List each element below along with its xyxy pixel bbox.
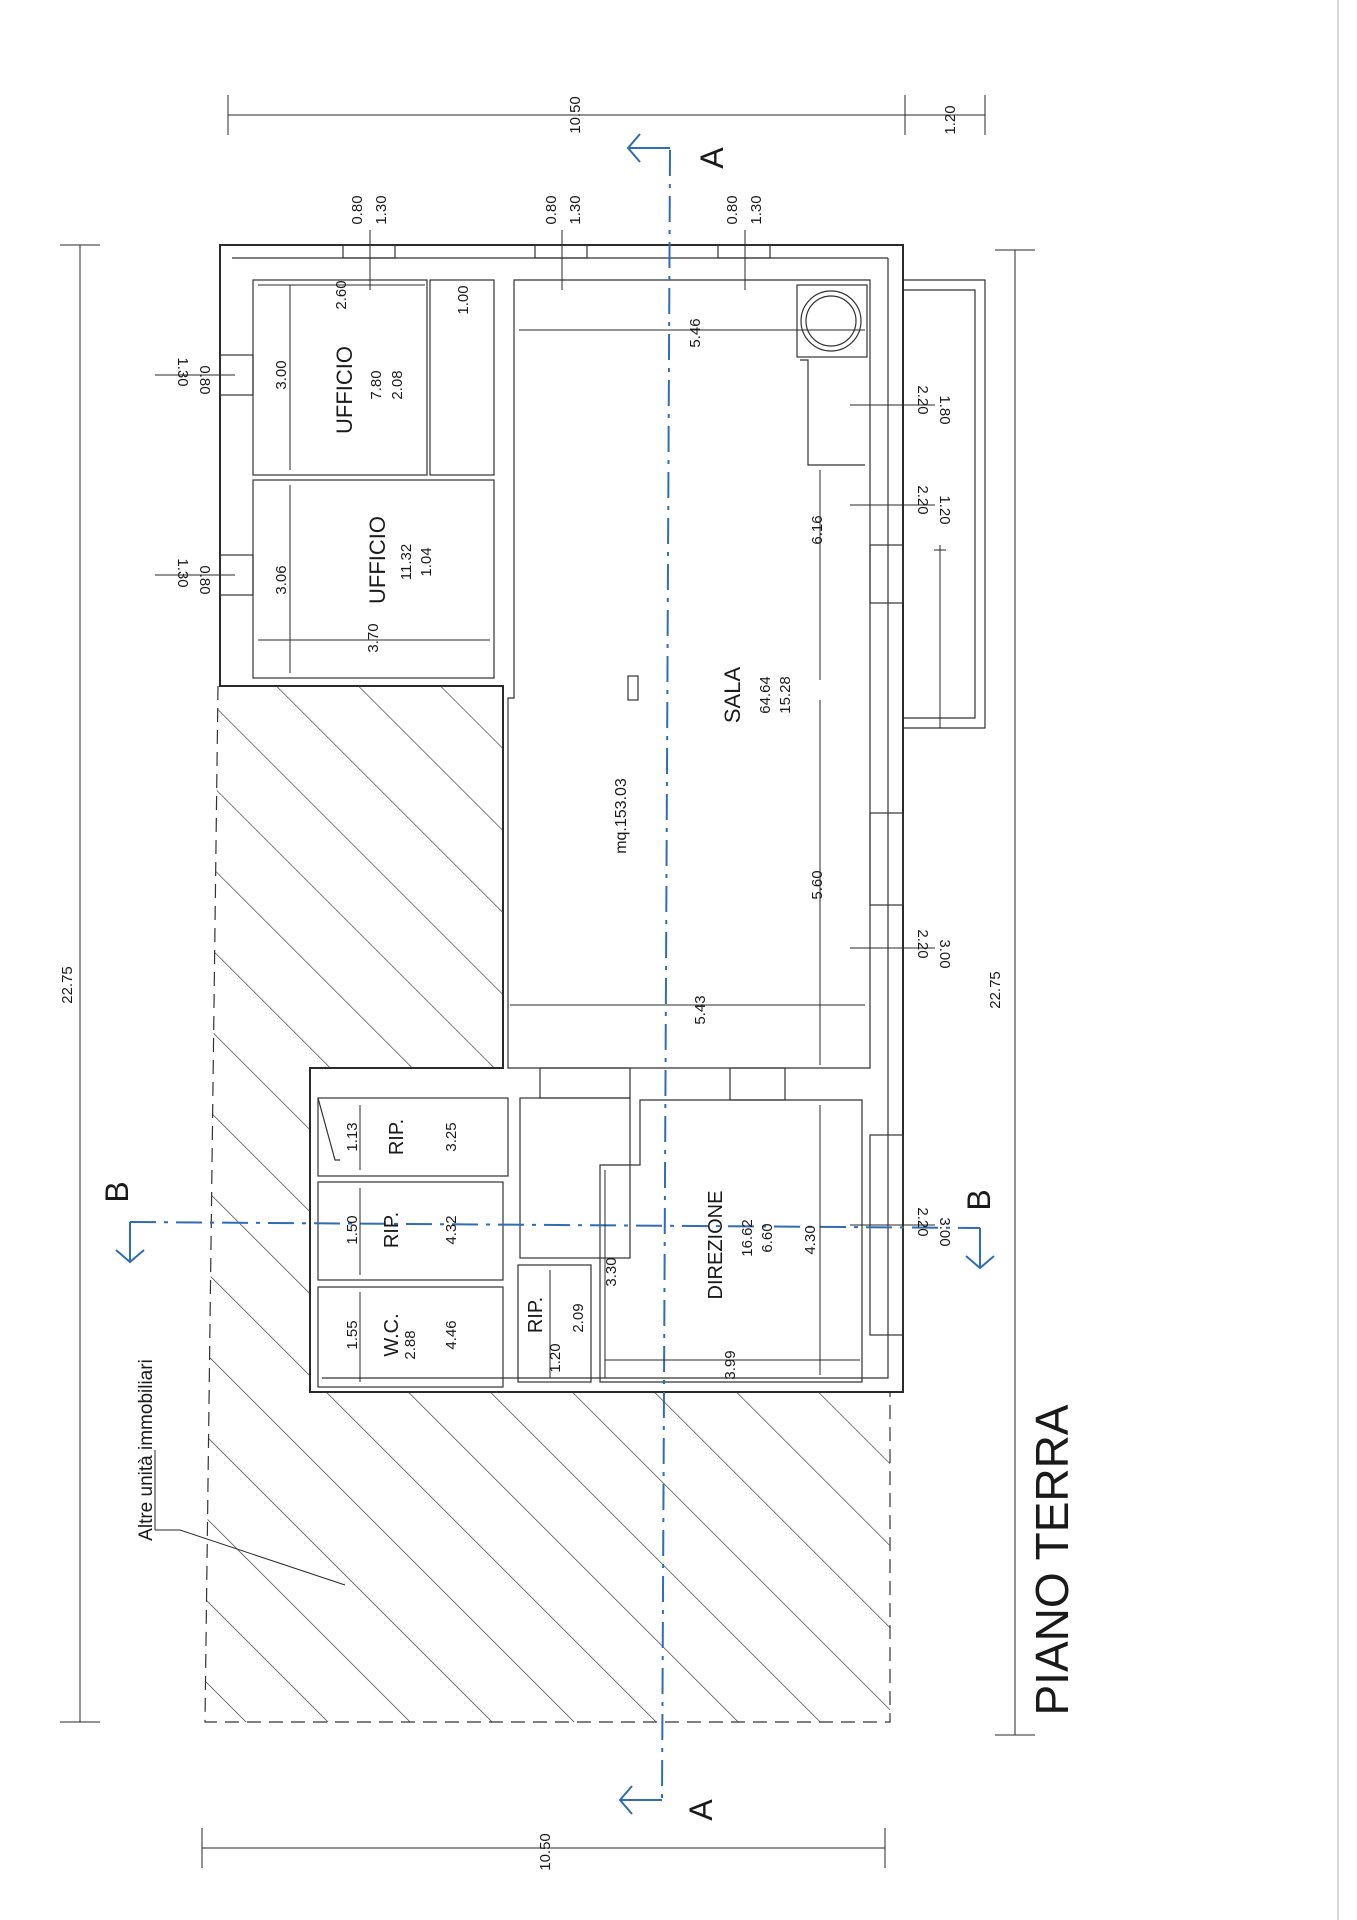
other-units-note: Altre unità immobiliari bbox=[136, 1359, 157, 1541]
room-direzione-dim-h2: 3.30 bbox=[603, 1257, 620, 1286]
opening-right-2-b: 1.20 bbox=[936, 495, 953, 524]
section-b-left-label: B bbox=[99, 1181, 135, 1202]
opening-right-1-a: 2.20 bbox=[914, 385, 931, 414]
room-sala-dim-h-bottom: 5.60 bbox=[809, 870, 826, 899]
section-a-bottom-label: A bbox=[683, 1799, 719, 1821]
room-rip-3-value: 2.09 bbox=[570, 1303, 587, 1332]
room-closet-dim: 1.00 bbox=[455, 285, 472, 314]
room-ufficio-2-dim-h: 3.06 bbox=[273, 565, 290, 594]
room-ufficio-2-name: UFFICIO bbox=[365, 516, 390, 604]
room-dimension-lines bbox=[155, 230, 935, 1382]
opening-left-2-b: 0.80 bbox=[196, 565, 213, 594]
balcony-depth: 1.20 bbox=[942, 105, 959, 134]
opening-left-1-b: 0.80 bbox=[196, 365, 213, 394]
opening-right-2-a: 2.20 bbox=[914, 485, 931, 514]
room-rip-1-value: 3.25 bbox=[443, 1122, 460, 1151]
room-rip-2-name: RIP. bbox=[381, 1212, 403, 1248]
room-ufficio-2-dim-w: 3.70 bbox=[365, 623, 382, 652]
overall-length-left: 22.75 bbox=[59, 966, 76, 1004]
section-line-b bbox=[115, 1221, 995, 1270]
room-partitions bbox=[252, 279, 871, 1388]
overall-dimension-lines bbox=[60, 95, 1035, 1868]
room-wc-name: W.C. bbox=[381, 1313, 403, 1356]
overall-width-bottom: 10.50 bbox=[537, 1833, 554, 1871]
opening-top-1-b: 1.30 bbox=[373, 195, 390, 224]
opening-top-2-b: 1.30 bbox=[567, 195, 584, 224]
room-ufficio-1-value2: 2.08 bbox=[389, 370, 406, 399]
opening-right-1-b: 1.80 bbox=[936, 395, 953, 424]
room-wc-value: 4.46 bbox=[443, 1320, 460, 1349]
room-rip-2-value: 4.32 bbox=[443, 1215, 460, 1244]
opening-left-2-a: 1.30 bbox=[174, 558, 191, 587]
opening-top-3-b: 1.30 bbox=[748, 195, 765, 224]
section-a-top-label: A bbox=[694, 147, 730, 169]
room-sala-area: 64.64 bbox=[757, 676, 774, 714]
room-wc-dim-h: 1.55 bbox=[344, 1320, 361, 1349]
note-leader-line bbox=[155, 1529, 346, 1586]
window-openings bbox=[219, 244, 904, 1336]
room-ufficio-1-dim-h: 3.00 bbox=[273, 360, 290, 389]
room-direzione-dim-w: 3.99 bbox=[722, 1350, 739, 1379]
drawing-title: PIANO TERRA bbox=[1026, 1404, 1078, 1715]
room-rip-3-name: RIP. bbox=[525, 1297, 547, 1333]
overall-length-right: 22.75 bbox=[987, 971, 1004, 1009]
room-ufficio-1-area: 7.80 bbox=[368, 370, 385, 399]
opening-right-3-a: 2.20 bbox=[914, 929, 931, 958]
room-rip-1-name: RIP. bbox=[386, 1119, 408, 1155]
other-units-hatched-area bbox=[204, 685, 891, 1723]
opening-top-2-a: 0.80 bbox=[543, 195, 560, 224]
room-sala-dim-w-bottom: 5.43 bbox=[692, 995, 709, 1024]
room-sala-dim-w-top: 5.46 bbox=[687, 318, 704, 347]
balcony-outline bbox=[903, 279, 986, 729]
room-rip-1-dim-h: 1.13 bbox=[344, 1122, 361, 1151]
opening-top-3-a: 0.80 bbox=[724, 195, 741, 224]
total-area-label: mq.153.03 bbox=[613, 778, 630, 854]
room-direzione-area: 16.62 bbox=[739, 1219, 756, 1257]
room-wc-area: 2.88 bbox=[402, 1330, 419, 1359]
room-ufficio-2-area: 11.32 bbox=[398, 544, 415, 580]
room-rip-3-dim-h: 1.20 bbox=[547, 1343, 564, 1372]
opening-right-3-b: 3.00 bbox=[936, 939, 953, 968]
room-sala-name: SALA bbox=[720, 667, 745, 724]
overall-width-top: 10.50 bbox=[567, 96, 584, 134]
room-rip-2-dim-h: 1.50 bbox=[344, 1215, 361, 1244]
room-ufficio-2-value2: 1.04 bbox=[418, 547, 435, 576]
room-sala-dim-h-top: 6.16 bbox=[809, 515, 826, 544]
room-direzione-dim-h: 4.30 bbox=[802, 1225, 819, 1254]
opening-top-1-a: 0.80 bbox=[349, 195, 366, 224]
opening-right-4-b: 3.00 bbox=[936, 1217, 953, 1246]
section-line-a bbox=[618, 133, 671, 1815]
room-ufficio-1-name: UFFICIO bbox=[332, 346, 357, 434]
room-sala-value2: 15.28 bbox=[777, 676, 794, 714]
opening-right-4-a: 2.20 bbox=[914, 1207, 931, 1236]
room-direzione-value2: 6.60 bbox=[759, 1223, 776, 1252]
opening-left-1-a: 1.30 bbox=[174, 357, 191, 386]
room-ufficio-1-dim-w: 2.60 bbox=[333, 280, 350, 309]
room-direzione-name: DIREZIONE bbox=[705, 1191, 727, 1300]
section-b-right-label: B bbox=[961, 1189, 997, 1210]
